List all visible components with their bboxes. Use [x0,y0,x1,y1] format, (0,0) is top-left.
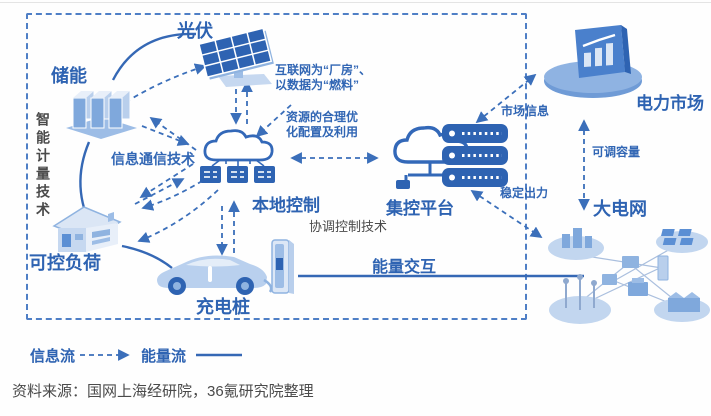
local-control-cloud-icon [200,129,275,183]
central-platform-icon [393,124,508,189]
pv-panel-icon [198,27,274,87]
info-arrow-central-market [475,73,537,124]
load-house-icon [52,206,122,252]
energy-exchange-label: 能量交互 [372,259,437,276]
storage-battery-icon [66,90,137,139]
internet-note-line1: 互联网为“厂房”、 [275,63,372,77]
info-arrow-load-cloud [134,178,185,205]
central-platform-label: 集控平台 [386,199,454,218]
source-note: 资料来源：国网上海经研院，36氪研究院整理 [12,383,314,400]
resource-note-line1: 资源的合理优 [286,110,359,124]
info-arrow-cloud-storage [149,116,197,151]
internet-note-line2: 以数据为“燃料” [275,78,360,92]
ev-charging-icon [157,239,294,295]
adjustable-capacity-label: 可调容量 [592,145,641,159]
main-grid-network-icon [548,228,710,324]
info-arrow-cloud-ev [137,189,219,243]
legend-info-flow-label: 信息流 [30,348,76,365]
stable-output-label: 稳定出力 [500,186,549,200]
coordinated-control-label: 协调控制技术 [309,219,388,234]
smart-metering-label: 智能计量技术 [35,112,51,220]
info-arrow-cloud-load2 [141,175,211,211]
power-market-label: 电力市场 [636,94,704,113]
load-label: 可控负荷 [29,253,101,273]
main-grid-label: 大电网 [593,199,647,219]
market-info-label: 市场信息 [501,104,550,118]
info-arrow-central-grid [470,190,543,238]
charger-label: 充电桩 [196,297,250,317]
power-market-icon [544,25,642,98]
page-divider [0,2,711,3]
info-arrow-resource-note [255,104,292,138]
legend-energy-flow-label: 能量流 [141,348,187,365]
ict-label: 信息通信技术 [111,151,195,167]
storage-label: 储能 [51,66,87,86]
energy-line-load-ev [121,244,173,269]
pv-label: 光伏 [177,21,213,41]
energy-line-storage-pv [111,32,197,81]
resource-note-line2: 化配置及利用 [286,125,359,139]
info-arrow-cloud-load [139,163,194,198]
local-control-label: 本地控制 [252,196,320,215]
microgrid-boundary-box [26,13,527,320]
